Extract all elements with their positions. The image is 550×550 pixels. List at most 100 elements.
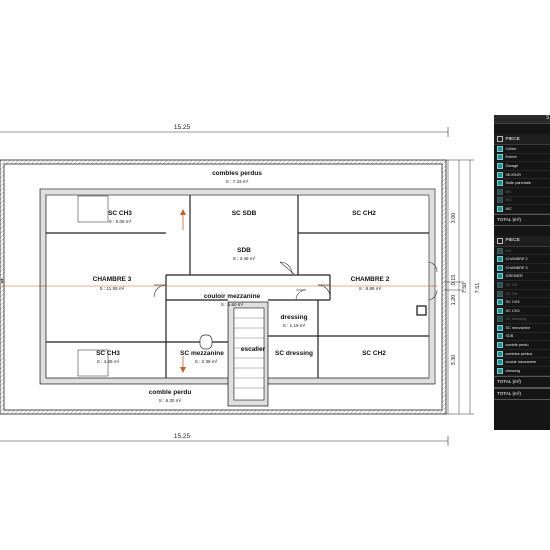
list-item[interactable]: WC — [494, 188, 550, 197]
room-name: SC dressing — [275, 350, 313, 357]
list-item-label: combles perdus — [505, 351, 533, 356]
group2-total: TOTAL (m²) — [494, 375, 550, 388]
list-item[interactable]: SC CH3 — [494, 307, 550, 316]
list-item-label: CHAMBRE 3 — [505, 265, 528, 270]
sink-icon — [416, 305, 427, 316]
room-combles-top: combles perdus S : 7.33 m² — [212, 170, 262, 184]
checkbox-icon[interactable] — [497, 247, 503, 254]
group1-total-label: TOTAL (m²) — [497, 217, 521, 223]
room-sc-sdb: SC SDB — [232, 210, 257, 217]
checkbox-icon[interactable] — [497, 324, 503, 331]
list-item[interactable]: CH — [494, 247, 550, 256]
list-item[interactable]: SC CH3 — [494, 298, 550, 307]
checkbox-icon[interactable] — [497, 359, 503, 366]
checkbox-icon[interactable] — [497, 136, 503, 142]
room-name: combles perdus — [212, 170, 262, 177]
room-name: couloir mezzanine — [204, 293, 261, 300]
list-item[interactable]: dressing — [494, 367, 550, 376]
list-item[interactable]: GRENIER — [494, 273, 550, 282]
checkbox-icon[interactable] — [497, 299, 503, 306]
checkbox-icon[interactable] — [497, 367, 503, 374]
checkbox-icon[interactable] — [497, 237, 503, 244]
checkbox-icon[interactable] — [497, 188, 503, 195]
checkbox-icon[interactable] — [497, 162, 503, 169]
dimension-bottom: 15.25 — [0, 433, 449, 446]
group1-header[interactable]: PIECE — [494, 134, 550, 145]
room-left-partial: t — [1, 278, 4, 285]
checkbox-icon[interactable] — [497, 154, 503, 161]
list-item[interactable]: SEJOUR — [494, 171, 550, 180]
wc-icon — [199, 334, 213, 350]
list-item[interactable]: SC mezzanine — [494, 324, 550, 333]
list-item[interactable]: combles perdus — [494, 350, 550, 359]
dimension-right-6: 3.30 — [451, 355, 457, 366]
checkbox-icon[interactable] — [497, 316, 503, 323]
list-item[interactable]: Cellier — [494, 145, 550, 154]
list-item[interactable]: couloir mezzanine — [494, 358, 550, 368]
list-item[interactable]: WC — [494, 205, 550, 214]
group2-header[interactable]: PIECE — [494, 235, 550, 247]
group2-header-label: PIECE — [505, 238, 520, 244]
list-item[interactable]: SC CH — [494, 290, 550, 299]
list-item-label: SC CH — [505, 291, 518, 296]
checkbox-icon[interactable] — [497, 264, 503, 271]
list-item-label: WC — [505, 189, 512, 194]
room-name: escalier — [241, 346, 266, 353]
grand-total: TOTAL (m²) — [494, 387, 550, 400]
list-item[interactable]: comble perdu — [494, 341, 550, 350]
room-sc-dressing: SC dressing — [275, 350, 313, 357]
list-item[interactable]: CHAMBRE 2 — [494, 255, 550, 264]
list-item[interactable]: WC — [494, 197, 550, 206]
list-item-label: dressing — [505, 368, 520, 373]
list-item-label: Garage — [505, 163, 519, 168]
skylight-top — [77, 195, 109, 223]
checkbox-icon[interactable] — [497, 180, 503, 187]
list-item-label: WC — [505, 206, 512, 211]
list-item[interactable]: SC CH — [494, 281, 550, 290]
list-item[interactable]: SDB — [494, 333, 550, 342]
room-name: SC SDB — [232, 210, 257, 217]
checkbox-icon[interactable] — [497, 256, 503, 263]
checkbox-icon[interactable] — [497, 307, 503, 314]
dimension-top-label: 15.25 — [174, 124, 191, 131]
room-name: CHAMBRE 3 — [93, 276, 132, 283]
checkbox-icon[interactable] — [497, 197, 503, 204]
list-item[interactable]: Entrée — [494, 154, 550, 163]
checkbox-icon[interactable] — [497, 342, 503, 349]
checkbox-icon[interactable] — [497, 145, 503, 152]
list-item-label: SC dressing — [505, 317, 527, 322]
arrow-up-icon — [180, 209, 186, 230]
checkbox-icon[interactable] — [497, 290, 503, 297]
partitions — [46, 195, 429, 378]
list-item[interactable]: CHAMBRE 3 — [494, 264, 550, 273]
list-item-label: Suite parentale — [505, 181, 532, 186]
room-area: S : 7.33 m² — [226, 179, 249, 184]
room-sc-ch3-bottom: SC CH3 S : 4.26 m² — [96, 350, 120, 364]
checkbox-icon[interactable] — [497, 171, 503, 178]
checkbox-icon[interactable] — [497, 281, 503, 288]
stair-well — [233, 307, 265, 401]
doors — [153, 261, 438, 301]
grand-total-label: TOTAL (m²) — [497, 391, 521, 397]
room-area: S : 1.19 m² — [283, 323, 306, 328]
group1-header-label: PIECE — [505, 136, 520, 142]
checkbox-icon[interactable] — [497, 350, 503, 357]
checkbox-icon[interactable] — [497, 333, 503, 340]
list-item-label: comble perdu — [505, 343, 529, 348]
panel-titlebar: S — [494, 115, 550, 124]
checkbox-icon[interactable] — [497, 205, 503, 212]
dimension-right-1: 3.00 — [451, 213, 457, 224]
dimension-right-5: 7.51 — [475, 283, 481, 294]
checkbox-icon[interactable] — [497, 273, 503, 280]
list-item-label: CHAMBRE 2 — [505, 257, 528, 262]
list-item[interactable]: Suite parentale — [494, 179, 550, 188]
dimension-top: 15.25 — [0, 124, 449, 137]
room-name: dressing — [280, 314, 307, 321]
list-item[interactable]: Garage — [494, 162, 550, 171]
dimension-right-2: 1.20 — [451, 295, 457, 306]
stair-steps — [234, 317, 264, 389]
room-area: S : 3.48 m² — [233, 256, 256, 261]
list-item[interactable]: SC dressing — [494, 316, 550, 325]
room-area: S : 5.06 m² — [109, 219, 132, 224]
room-name: SC mezzanine — [180, 350, 224, 357]
